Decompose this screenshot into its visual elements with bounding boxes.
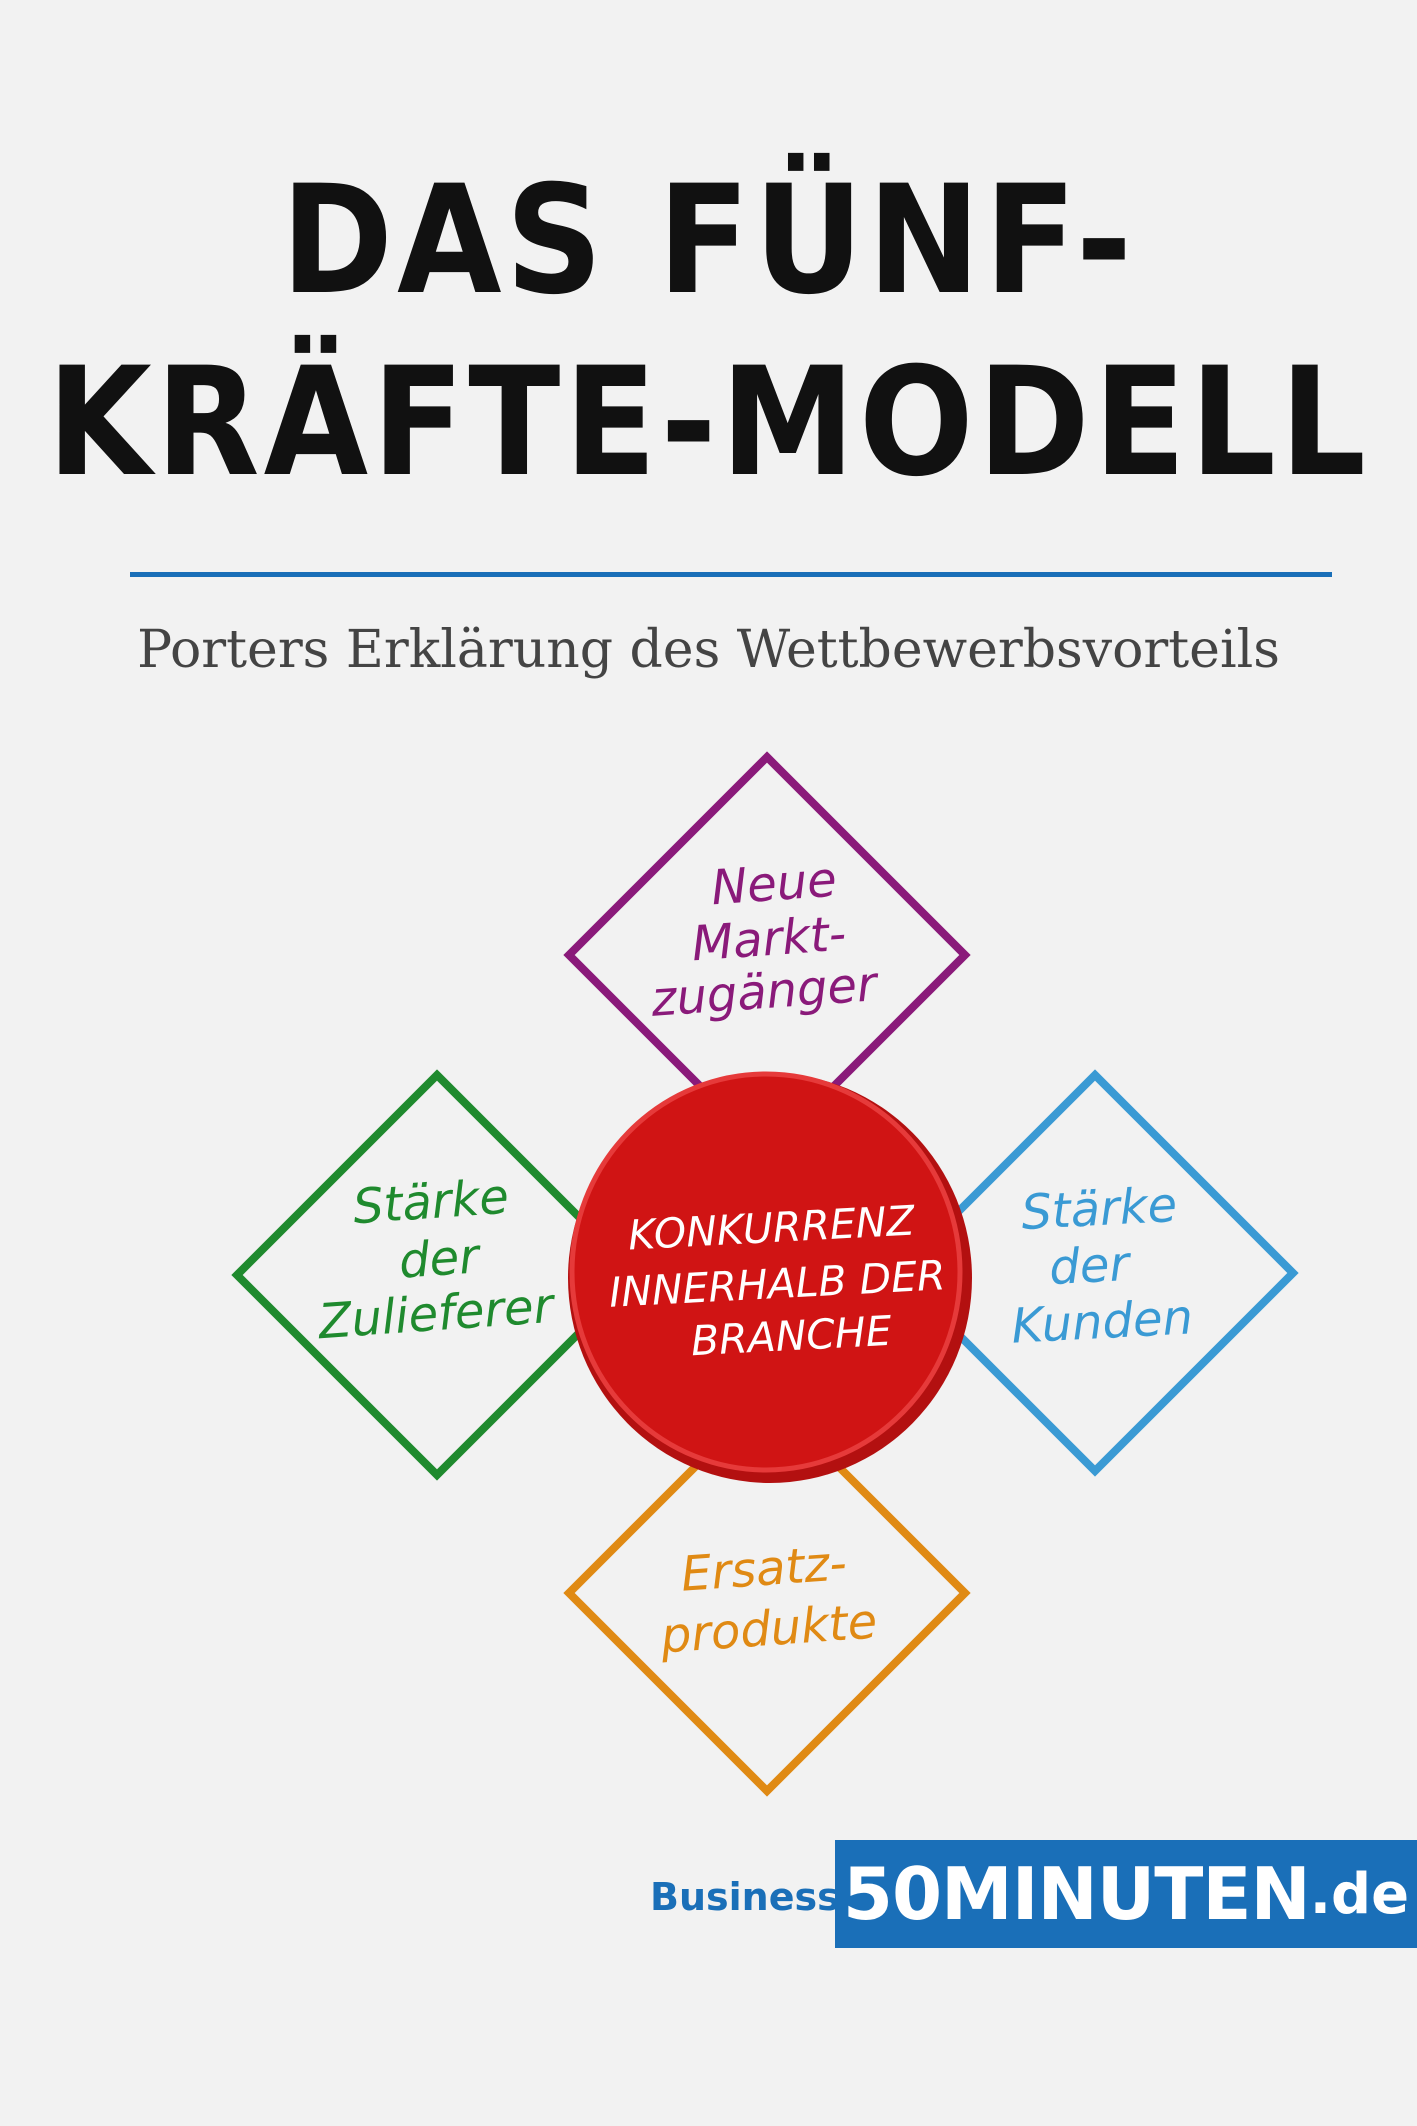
force-left-line-2: der [397, 1228, 484, 1290]
force-top-line-1: Neue [709, 852, 838, 917]
publisher-logo-name: 50MINUTEN [842, 1852, 1311, 1936]
force-left-line-1: Stärke [351, 1169, 510, 1236]
center-circle [569, 1071, 963, 1473]
diamond-bottom-shape [563, 1389, 971, 1797]
diamond-left-shape [231, 1069, 643, 1481]
cover-title-line-1: DAS FÜNF- [281, 154, 1136, 328]
force-supplier-power: Stärke der Zulieferer [231, 1069, 643, 1481]
five-forces-diagram: Neue Markt- zugänger Stärke der Zuliefer… [231, 751, 1299, 1797]
diamond-right-shape [891, 1069, 1299, 1477]
force-industry-rivalry: KONKURRENZ INNERHALB DER BRANCHE [568, 1071, 972, 1483]
force-bottom-line-1: Ersatz- [679, 1535, 848, 1602]
force-left-line-3: Zulieferer [315, 1278, 559, 1351]
force-buyer-power: Stärke der Kunden [891, 1069, 1299, 1477]
force-right-line-2: der [1048, 1236, 1134, 1296]
title-divider [130, 572, 1332, 577]
center-line-3: BRANCHE [690, 1307, 893, 1365]
force-bottom-line-2: produkte [658, 1594, 879, 1665]
category-label: Business [650, 1875, 840, 1919]
force-right-line-3: Kunden [1010, 1289, 1194, 1354]
force-top-line-2: Markt- [690, 906, 848, 973]
cover-subtitle: Porters Erklärung des Wettbewerbsvorteil… [137, 620, 1280, 680]
force-top-line-3: zugänger [648, 956, 881, 1028]
publisher-logo-tld: .de [1309, 1861, 1410, 1927]
cover-title: DAS FÜNF- KRÄFTE-MODELL [0, 150, 1417, 514]
force-right-line-1: Stärke [1020, 1177, 1178, 1241]
publisher-logo: 50MINUTEN .de [835, 1840, 1417, 1948]
cover-title-line-2: KRÄFTE-MODELL [47, 336, 1370, 510]
